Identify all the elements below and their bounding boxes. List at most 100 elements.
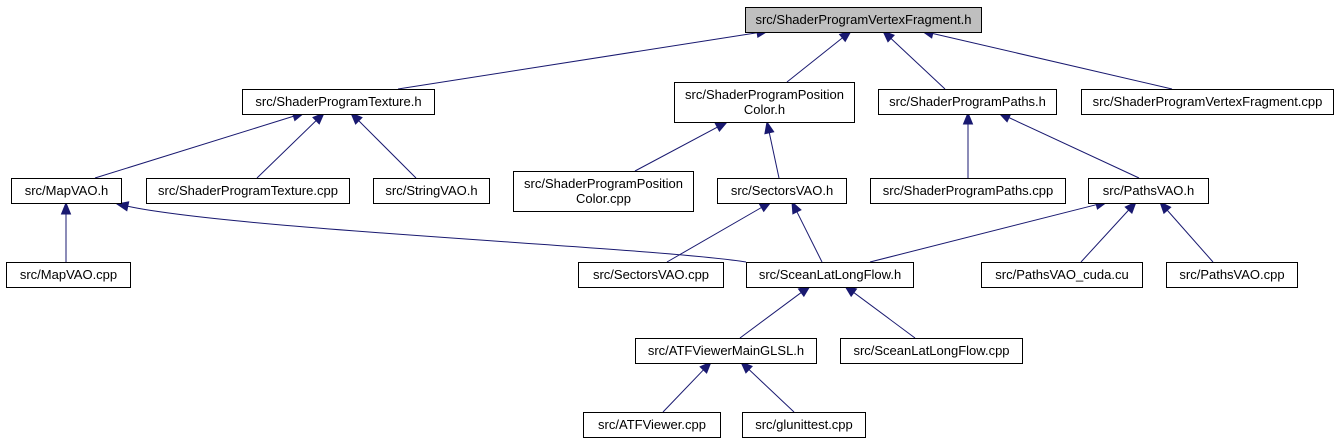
node-box [981,262,1143,288]
edge-sppc_h-to-root-line [786,37,843,83]
edge-pathsvao_cpp-to-pathsvao_h-line [1166,209,1214,263]
node-label: src/SceanLatLongFlow.cpp [853,343,1009,358]
edge-scean_h-to-sectorsvao_h-arrowhead [791,200,802,215]
node-box [635,338,817,364]
edge-spvf_cpp-to-root-line [932,32,1173,90]
node-label: Color.cpp [576,191,631,206]
edge-mapvao_cpp-to-mapvao_h-arrowhead [60,201,72,215]
node-root[interactable]: src/ShaderProgramVertexFragment.h [745,7,982,33]
node-label: src/ShaderProgramPosition [685,87,844,102]
node-label: src/ATFViewer.cpp [598,417,706,432]
node-glunittest_cpp[interactable]: src/glunittest.cpp [742,412,866,438]
node-label: src/ShaderProgramVertexFragment.cpp [1093,94,1323,109]
node-pathsvao_h[interactable]: src/PathsVAO.h [1088,178,1209,204]
edge-sppc_cpp-to-sppc_h-line [634,126,718,172]
node-label: src/StringVAO.h [385,183,477,198]
node-box [717,178,847,204]
node-sectorsvao_cpp[interactable]: src/SectorsVAO.cpp [578,262,724,288]
node-box [11,178,122,204]
edge-glunittest_cpp-to-atfmain_h-arrowhead [740,361,753,374]
node-label: src/ShaderProgramTexture.h [255,94,421,109]
edge-pathsvao_cuda-to-pathsvao_h-line [1080,209,1129,263]
node-mapvao_h[interactable]: src/MapVAO.h [11,178,122,204]
node-mapvao_cpp[interactable]: src/MapVAO.cpp [6,262,131,288]
node-sectorsvao_h[interactable]: src/SectorsVAO.h [717,178,847,204]
edge-stringvao_h-to-spt_h [350,112,417,179]
edge-pathsvao_cpp-to-pathsvao_h [1159,201,1214,263]
edge-scean_h-to-pathsvao_h [869,199,1109,263]
node-label: src/ATFViewerMainGLSL.h [648,343,804,358]
node-box [6,262,131,288]
node-label: src/MapVAO.h [25,183,109,198]
node-label: src/ShaderProgramPaths.cpp [883,183,1054,198]
edge-pathsvao_cuda-to-pathsvao_h [1080,201,1137,263]
edge-sppc_cpp-to-sppc_h-arrowhead [714,121,729,133]
node-pathsvao_cpp[interactable]: src/PathsVAO.cpp [1166,262,1298,288]
edge-pathsvao_h-to-spp_h [997,112,1140,179]
edge-glunittest_cpp-to-atfmain_h [740,361,795,413]
edge-mapvao_cpp-to-mapvao_h [60,201,72,262]
node-box [1088,178,1209,204]
edge-spt_h-to-root [397,27,770,90]
node-spvf_cpp[interactable]: src/ShaderProgramVertexFragment.cpp [1081,89,1334,115]
edge-pathsvao_cuda-to-pathsvao_h-arrowhead [1124,201,1137,215]
edge-spp_h-to-root-arrowhead [882,30,895,43]
edge-pathsvao_cpp-to-pathsvao_h-arrowhead [1159,201,1172,215]
edges-layer [60,27,1214,413]
edge-spt_cpp-to-spt_h [256,112,325,179]
node-label: src/ShaderProgramPosition [524,176,683,191]
node-spt_cpp[interactable]: src/ShaderProgramTexture.cpp [146,178,350,204]
node-label: src/SectorsVAO.h [731,183,833,198]
node-box [674,82,855,123]
edge-scean_h-to-sectorsvao_h-line [796,211,823,263]
node-scean_h[interactable]: src/SceanLatLongFlow.h [746,262,914,288]
node-atfviewer_cpp[interactable]: src/ATFViewer.cpp [583,412,721,438]
edge-scean_h-to-mapvao_h-line [127,205,747,263]
node-box [746,262,914,288]
node-label: src/glunittest.cpp [755,417,853,432]
node-box [583,412,721,438]
node-scean_cpp[interactable]: src/SceanLatLongFlow.cpp [840,338,1023,364]
edge-spt_cpp-to-spt_h-line [256,120,317,179]
edge-scean_h-to-mapvao_h [115,201,747,263]
edge-mapvao_h-to-spt_h-line [94,115,294,179]
node-box [840,338,1023,364]
node-box [146,178,350,204]
node-box [878,89,1057,115]
node-box [373,178,490,204]
node-pathsvao_cuda[interactable]: src/PathsVAO_cuda.cu [981,262,1143,288]
edge-sectorsvao_h-to-sppc_h-arrowhead [764,120,775,135]
edge-stringvao_h-to-spt_h-arrowhead [350,112,363,125]
edge-atfmain_h-to-scean_h-line [739,292,802,339]
node-stringvao_h[interactable]: src/StringVAO.h [373,178,490,204]
edge-sectorsvao_h-to-sppc_h [764,120,780,179]
edge-scean_cpp-to-scean_h-line [853,292,916,339]
node-label: src/ShaderProgramTexture.cpp [158,183,338,198]
edge-stringvao_h-to-spt_h-line [358,120,417,179]
edge-sectorsvao_h-to-sppc_h-line [768,132,780,179]
edge-mapvao_h-to-spt_h [94,111,306,179]
node-box [242,89,435,115]
edge-sppc_h-to-root [786,30,853,83]
node-label: src/PathsVAO.h [1103,183,1195,198]
edge-atfviewer_cpp-to-atfmain_h-arrowhead [699,361,712,374]
edge-spp_cpp-to-spp_h [962,111,974,178]
node-spt_h[interactable]: src/ShaderProgramTexture.h [242,89,435,115]
node-box [870,178,1066,204]
edge-spt_h-to-root-line [397,32,758,90]
edge-spp_h-to-root-line [890,38,946,90]
node-label: Color.h [744,102,785,117]
node-atfmain_h[interactable]: src/ATFViewerMainGLSL.h [635,338,817,364]
edge-sectorsvao_cpp-to-sectorsvao_h-line [666,207,762,263]
node-box [1166,262,1298,288]
node-spp_cpp[interactable]: src/ShaderProgramPaths.cpp [870,178,1066,204]
edge-scean_cpp-to-scean_h [843,285,916,339]
edge-spp_h-to-root [882,30,946,90]
node-box [513,171,694,212]
edge-sppc_cpp-to-sppc_h [634,121,729,172]
node-box [742,412,866,438]
node-spp_h[interactable]: src/ShaderProgramPaths.h [878,89,1057,115]
